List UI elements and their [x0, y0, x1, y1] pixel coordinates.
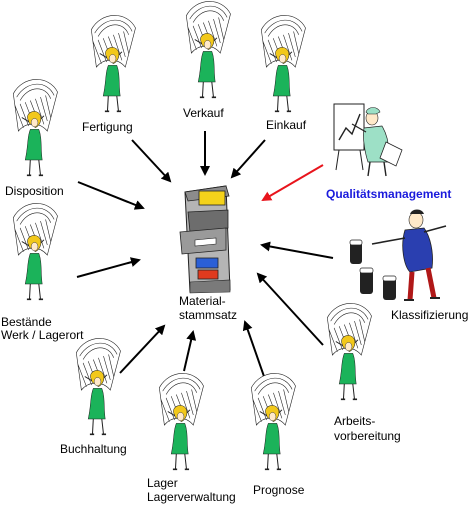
clerk-with-papers-icon: [12, 78, 59, 177]
label-buchhaltung: Buchhaltung: [60, 442, 127, 456]
label-fertigung: Fertigung: [82, 120, 133, 134]
label-werk-lagerort: Werk / Lagerort: [1, 328, 84, 342]
label-klassifizierung: Klassifizierung: [391, 308, 469, 322]
label-lager: Lager: [147, 476, 178, 490]
arrow-klassifizierung: [260, 241, 334, 259]
clerk-with-papers-icon: [12, 202, 59, 301]
label-bestaende: Bestände: [1, 315, 52, 329]
label-verkauf: Verkauf: [183, 106, 224, 120]
arrow-arbeitsvorbereitung: [256, 272, 324, 346]
label-lagerverwaltung: Lagerverwaltung: [147, 490, 236, 504]
arrow-lager: [183, 330, 197, 372]
clerk-with-papers-icon: [185, 0, 232, 99]
arrows: [76, 131, 334, 386]
arrow-einkauf: [230, 139, 266, 179]
clerk-with-papers-icon: [250, 372, 297, 471]
arrow-qualitaetsmanagement: [261, 164, 324, 202]
label-vorbereitung: vorbereitung: [334, 429, 401, 443]
arrow-disposition: [77, 181, 145, 210]
label-prognose: Prognose: [253, 483, 305, 497]
clerk-with-papers-icon: [260, 14, 307, 113]
label-einkauf: Einkauf: [266, 118, 307, 132]
classifier-with-barrels-icon: [349, 209, 447, 301]
clerk-with-papers-icon: [90, 14, 137, 113]
arrow-buchhaltung: [119, 324, 166, 374]
label-arbeits: Arbeits-: [334, 414, 376, 428]
file-cabinet-icon: [179, 185, 231, 294]
label-disposition: Disposition: [5, 184, 64, 198]
quality-inspector-icon: [333, 103, 403, 177]
arrow-prognose: [242, 320, 268, 386]
label-qualitaetsmanagement: Qualitätsmanagement: [326, 187, 452, 201]
label-material: Material-: [179, 294, 226, 308]
clerk-with-papers-icon: [326, 302, 373, 401]
label-stammsatz: stammsatz: [179, 308, 238, 322]
arrow-fertigung: [131, 139, 172, 183]
clerk-with-papers-icon: [158, 372, 205, 471]
clerk-with-papers-icon: [75, 337, 122, 436]
arrow-bestaende: [76, 257, 141, 278]
